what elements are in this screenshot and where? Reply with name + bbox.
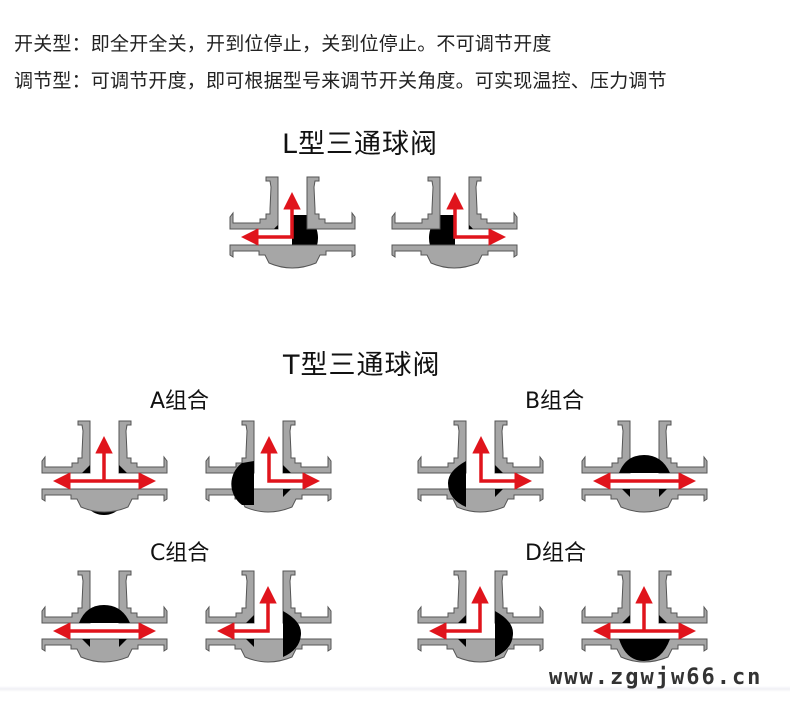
l-valve-right-diagram	[391, 176, 518, 272]
bottom-fade	[0, 686, 790, 692]
group-c-label: C组合	[150, 541, 210, 566]
group-d-label: D组合	[525, 541, 586, 566]
l-type-title: L型三通球阀	[282, 129, 439, 160]
watermark: www.zgwjw66.cn	[549, 665, 763, 690]
group-b-valve-1-diagram	[417, 420, 544, 516]
flow-arrow	[241, 192, 301, 246]
regulating-type-description: 调节型：可调节开度，即可根据型号来调节开关角度。可实现温控、压力调节	[14, 70, 667, 92]
l-valve-left-diagram	[229, 176, 356, 272]
t-type-title: T型三通球阀	[283, 350, 441, 381]
group-b-valve-2-diagram	[581, 420, 708, 516]
group-d-valve-1-diagram	[417, 570, 544, 666]
group-b-label: B组合	[525, 389, 585, 414]
group-d-valve-2-diagram	[581, 570, 708, 666]
group-c-valve-1-diagram	[41, 570, 168, 666]
group-a-valve-1-diagram	[41, 420, 168, 516]
flow-arrow	[446, 192, 506, 246]
group-a-label: A组合	[150, 389, 210, 414]
group-a-valve-2-diagram	[205, 420, 332, 516]
group-c-valve-2-diagram	[205, 570, 332, 666]
switch-type-description: 开关型：即全开全关，开到位停止，关到位停止。不可调节开度	[14, 33, 552, 55]
